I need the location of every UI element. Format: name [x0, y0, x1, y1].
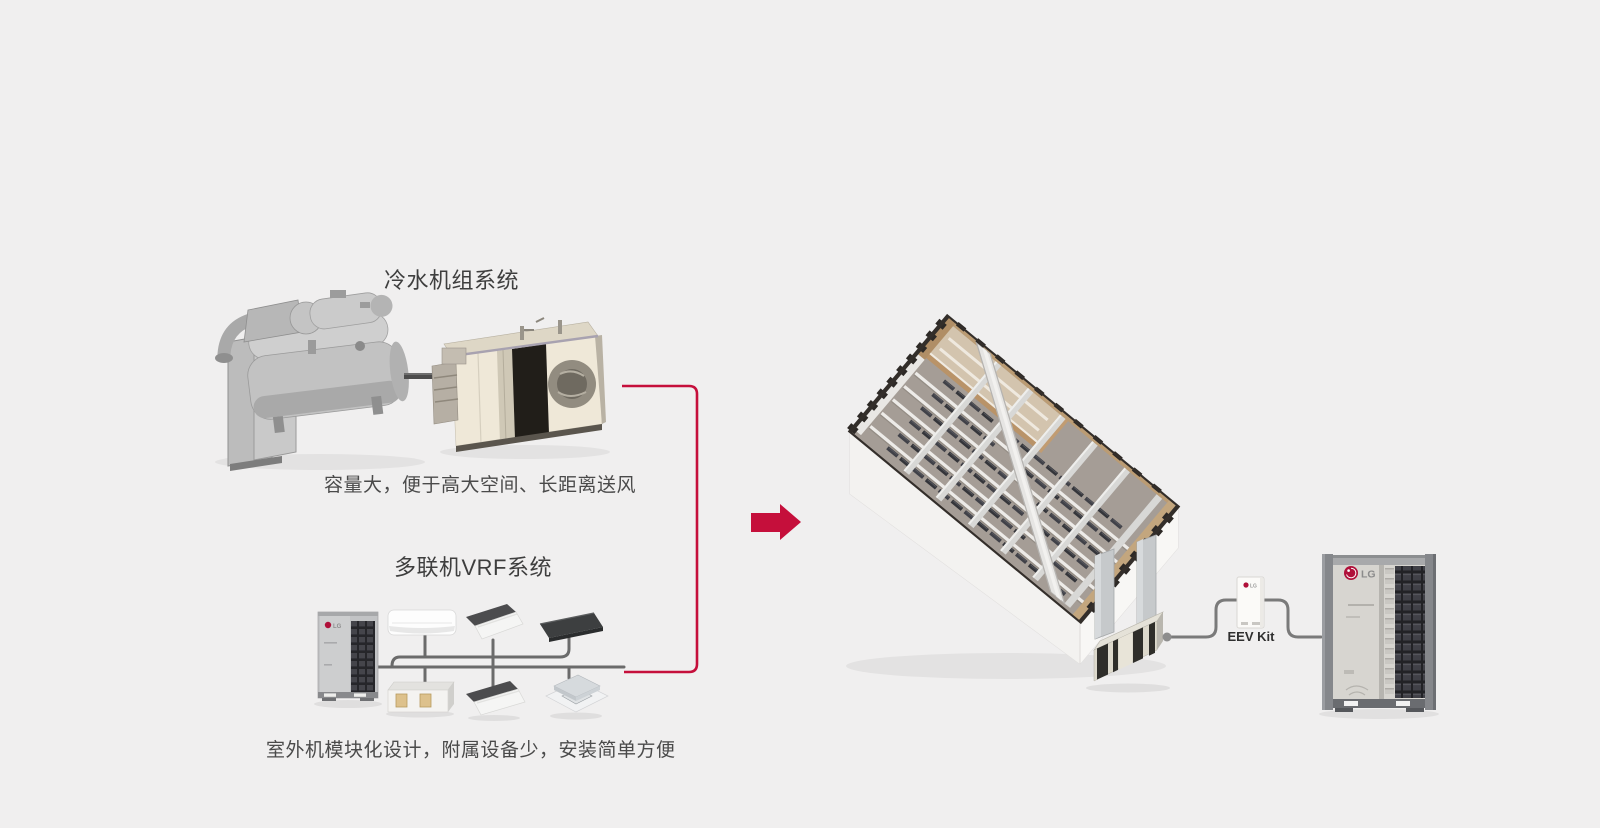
flow-right-arrow-icon — [751, 504, 801, 540]
rooftop-duct-unit-image — [1086, 611, 1170, 693]
chiller-system-caption: 容量大，便于高大空间、长距离送风 — [324, 475, 637, 496]
svg-text:LG: LG — [1250, 583, 1257, 589]
concealed-duct-unit-image — [539, 612, 603, 642]
one-way-cassette-bottom-image — [466, 681, 526, 721]
vrf-system-caption: 室外机模块化设计，附属设备少，安装简单方便 — [266, 740, 676, 761]
office-building-cutaway-image — [846, 313, 1181, 679]
centrifugal-chiller-image — [215, 290, 425, 471]
ducted-indoor-unit-image — [386, 681, 455, 718]
four-way-cassette-image — [545, 674, 609, 720]
chiller-system-title: 冷水机组系统 — [384, 268, 520, 293]
merge-bracket — [622, 384, 699, 674]
eev-piping — [1168, 598, 1323, 639]
eev-kit-label: EEV Kit — [1227, 629, 1275, 644]
lg-brand-text: LG — [1361, 569, 1376, 581]
vrf-system-title: 多联机VRF系统 — [394, 555, 553, 580]
vertical-supply-ducts — [1094, 534, 1157, 640]
vrf-outdoor-unit-image: LG — [314, 611, 382, 708]
lg-outdoor-unit-image: LG — [1319, 554, 1439, 719]
pipe-joint-dot — [1162, 632, 1172, 642]
svg-text:LG: LG — [333, 624, 342, 630]
air-handling-unit-image — [431, 317, 610, 459]
wall-indoor-unit-image — [387, 609, 457, 636]
vrf-piping — [376, 632, 626, 688]
chiller-ahu-pipe — [404, 373, 452, 379]
one-way-cassette-top-image — [466, 604, 524, 640]
eev-kit-image: LG — [1236, 576, 1265, 629]
